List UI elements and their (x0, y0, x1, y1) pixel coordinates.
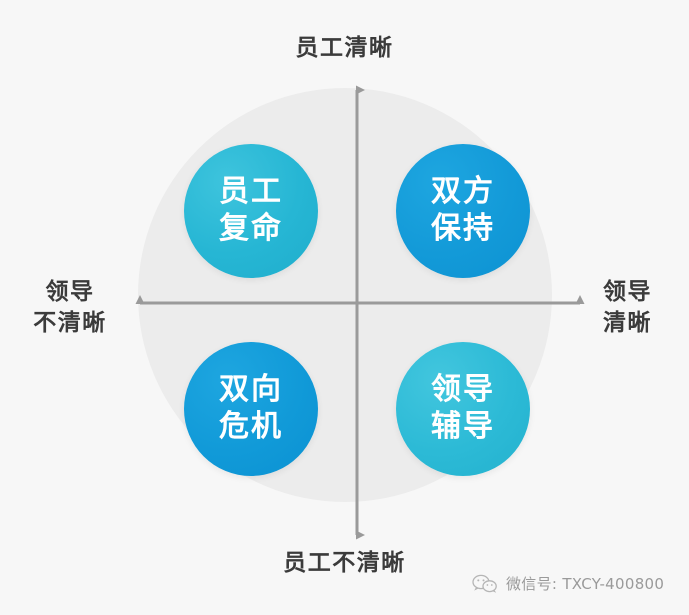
quadrant-bubble-top-left[interactable]: 员工 复命 (184, 144, 318, 278)
axis-label-left-line2: 不清晰 (33, 310, 107, 337)
axis-label-right-line1: 领导 (603, 279, 652, 305)
quadrant-label-line2: 辅导 (431, 409, 495, 444)
quadrant-label-line2: 复命 (219, 211, 283, 246)
axis-label-left: 领导 不清晰 (10, 277, 130, 339)
quadrant-label-line2: 保持 (431, 211, 495, 246)
quadrant-label-line1: 员工 (219, 174, 283, 210)
axis-label-bottom: 员工不清晰 (283, 550, 406, 576)
quadrant-label-line2: 危机 (219, 409, 283, 444)
axis-label-right-line2: 清晰 (603, 310, 652, 337)
axis-label-right: 领导 清晰 (570, 277, 685, 339)
watermark: 微信号: TXCY-400800 (472, 573, 664, 594)
axis-label-left-line1: 领导 (45, 279, 95, 305)
quadrant-bubble-bottom-left[interactable]: 双向 危机 (184, 342, 318, 476)
quadrant-label-line1: 双向 (219, 372, 283, 408)
watermark-text: 微信号: TXCY-400800 (506, 575, 665, 593)
quadrant-label-line1: 领导 (431, 372, 495, 408)
quadrant-bubble-top-right[interactable]: 双方 保持 (396, 144, 530, 278)
quadrant-label-line1: 双方 (431, 174, 495, 210)
quadrant-bubble-bottom-right[interactable]: 领导 辅导 (396, 342, 530, 476)
axis-label-top: 员工清晰 (295, 35, 394, 61)
wechat-icon (472, 574, 497, 593)
